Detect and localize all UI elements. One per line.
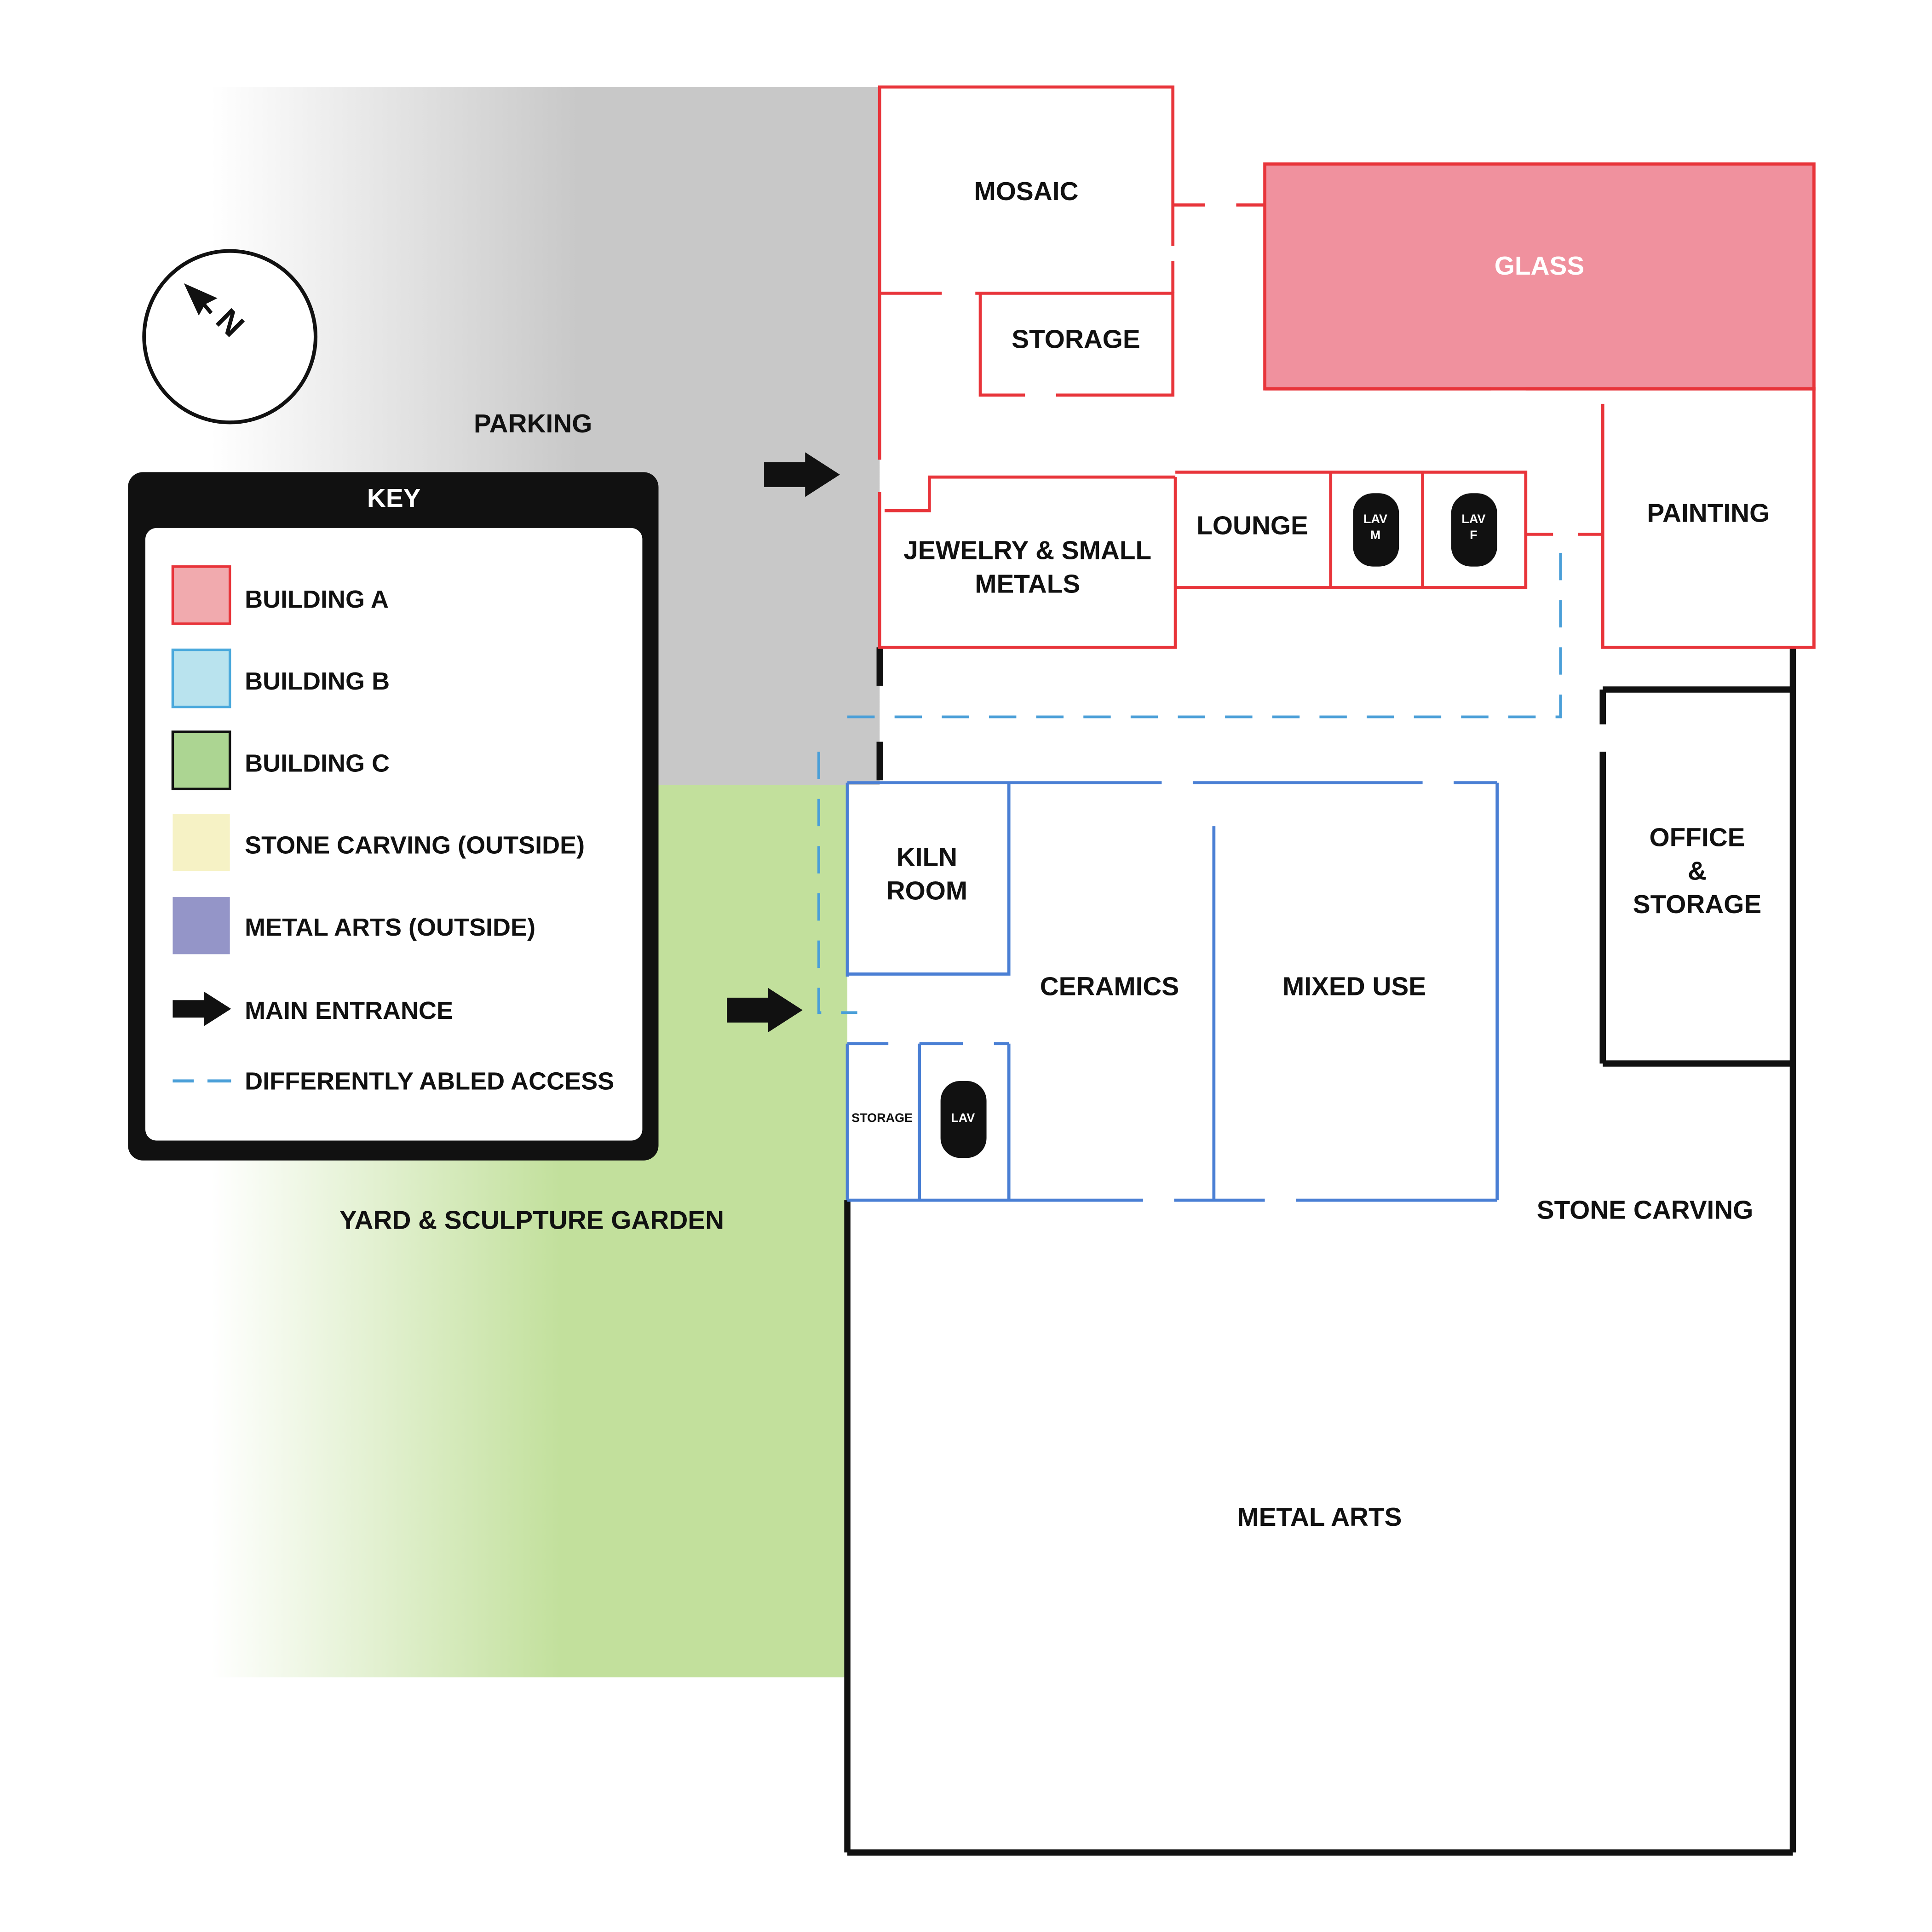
office-label-2: & — [1688, 857, 1707, 886]
building-c — [844, 647, 1796, 1856]
lav-m-label-2: M — [1370, 528, 1381, 542]
stone-carving-label: STONE CARVING — [1537, 1196, 1754, 1225]
office-label-3: STORAGE — [1633, 890, 1761, 919]
svg-text:BUILDING B: BUILDING B — [245, 667, 390, 695]
kiln-label-1: KILN — [897, 843, 957, 872]
jewelry-label-2: METALS — [975, 569, 1080, 598]
building-a — [878, 85, 1816, 649]
key-item-building-c: BUILDING C — [171, 730, 390, 790]
metal-arts-label: METAL ARTS — [1237, 1503, 1402, 1532]
svg-text:DIFFERENTLY ABLED ACCESS: DIFFERENTLY ABLED ACCESS — [245, 1068, 614, 1095]
lav-f-label-1: LAV — [1461, 512, 1485, 526]
svg-text:MAIN ENTRANCE: MAIN ENTRANCE — [245, 997, 453, 1024]
yard-label: YARD & SCULPTURE GARDEN — [339, 1206, 724, 1235]
svg-text:BUILDING C: BUILDING C — [245, 749, 390, 777]
building-c-swatch — [171, 730, 231, 790]
stone-carving-swatch — [172, 814, 230, 871]
lav-m-label-1: LAV — [1363, 512, 1387, 526]
mixed-use-label: MIXED USE — [1282, 972, 1426, 1001]
arrow-right-icon — [172, 991, 231, 1026]
parking-label: PARKING — [474, 409, 592, 438]
building-b — [845, 781, 1499, 1202]
svg-text:STONE CARVING (OUTSIDE): STONE CARVING (OUTSIDE) — [245, 832, 585, 859]
key-item-main-entrance: MAIN ENTRANCE — [172, 991, 453, 1026]
entrance-arrow-icon — [727, 988, 803, 1033]
mosaic-label: MOSAIC — [974, 177, 1079, 206]
svg-text:METAL ARTS (OUTSIDE): METAL ARTS (OUTSIDE) — [245, 914, 535, 941]
key-item-building-a: BUILDING A — [171, 565, 389, 625]
lav-f-label-2: F — [1470, 528, 1478, 542]
lav-m-icon: LAV M — [1353, 493, 1399, 567]
lav-f-icon: LAV F — [1451, 493, 1497, 567]
storage-a-label: STORAGE — [1012, 325, 1140, 354]
key-item-stone-carving: STONE CARVING (OUTSIDE) — [172, 814, 585, 871]
ceramics-label: CERAMICS — [1040, 972, 1179, 1001]
north-arrow-icon — [184, 283, 218, 316]
key-item-building-b: BUILDING B — [171, 648, 390, 708]
kiln-label-2: ROOM — [886, 876, 967, 905]
accessible-route — [817, 552, 1562, 1014]
key-title: KEY — [367, 484, 421, 513]
key-item-metal-arts: METAL ARTS (OUTSIDE) — [172, 897, 535, 954]
key-legend: KEY BUILDING A BUILDING B BUILDING C STO… — [128, 472, 659, 1161]
svg-text:BUILDING A: BUILDING A — [245, 586, 389, 613]
storage-b-label: STORAGE — [851, 1111, 913, 1125]
compass: N — [142, 249, 318, 425]
office-label-1: OFFICE — [1650, 823, 1745, 852]
entrance-arrow-icon — [764, 452, 840, 497]
building-a-swatch — [171, 565, 231, 625]
glass-label: GLASS — [1495, 252, 1584, 281]
jewelry-label-1: JEWELRY & SMALL — [903, 536, 1151, 565]
office-storage-room — [1599, 686, 1793, 1067]
lav-b-label: LAV — [951, 1111, 975, 1125]
building-b-swatch — [171, 648, 231, 708]
painting-label: PAINTING — [1647, 499, 1770, 528]
lav-icon: LAV — [940, 1081, 987, 1158]
key-item-accessible: DIFFERENTLY ABLED ACCESS — [172, 1068, 614, 1095]
metal-arts-swatch — [172, 897, 230, 954]
lounge-label: LOUNGE — [1196, 511, 1308, 540]
